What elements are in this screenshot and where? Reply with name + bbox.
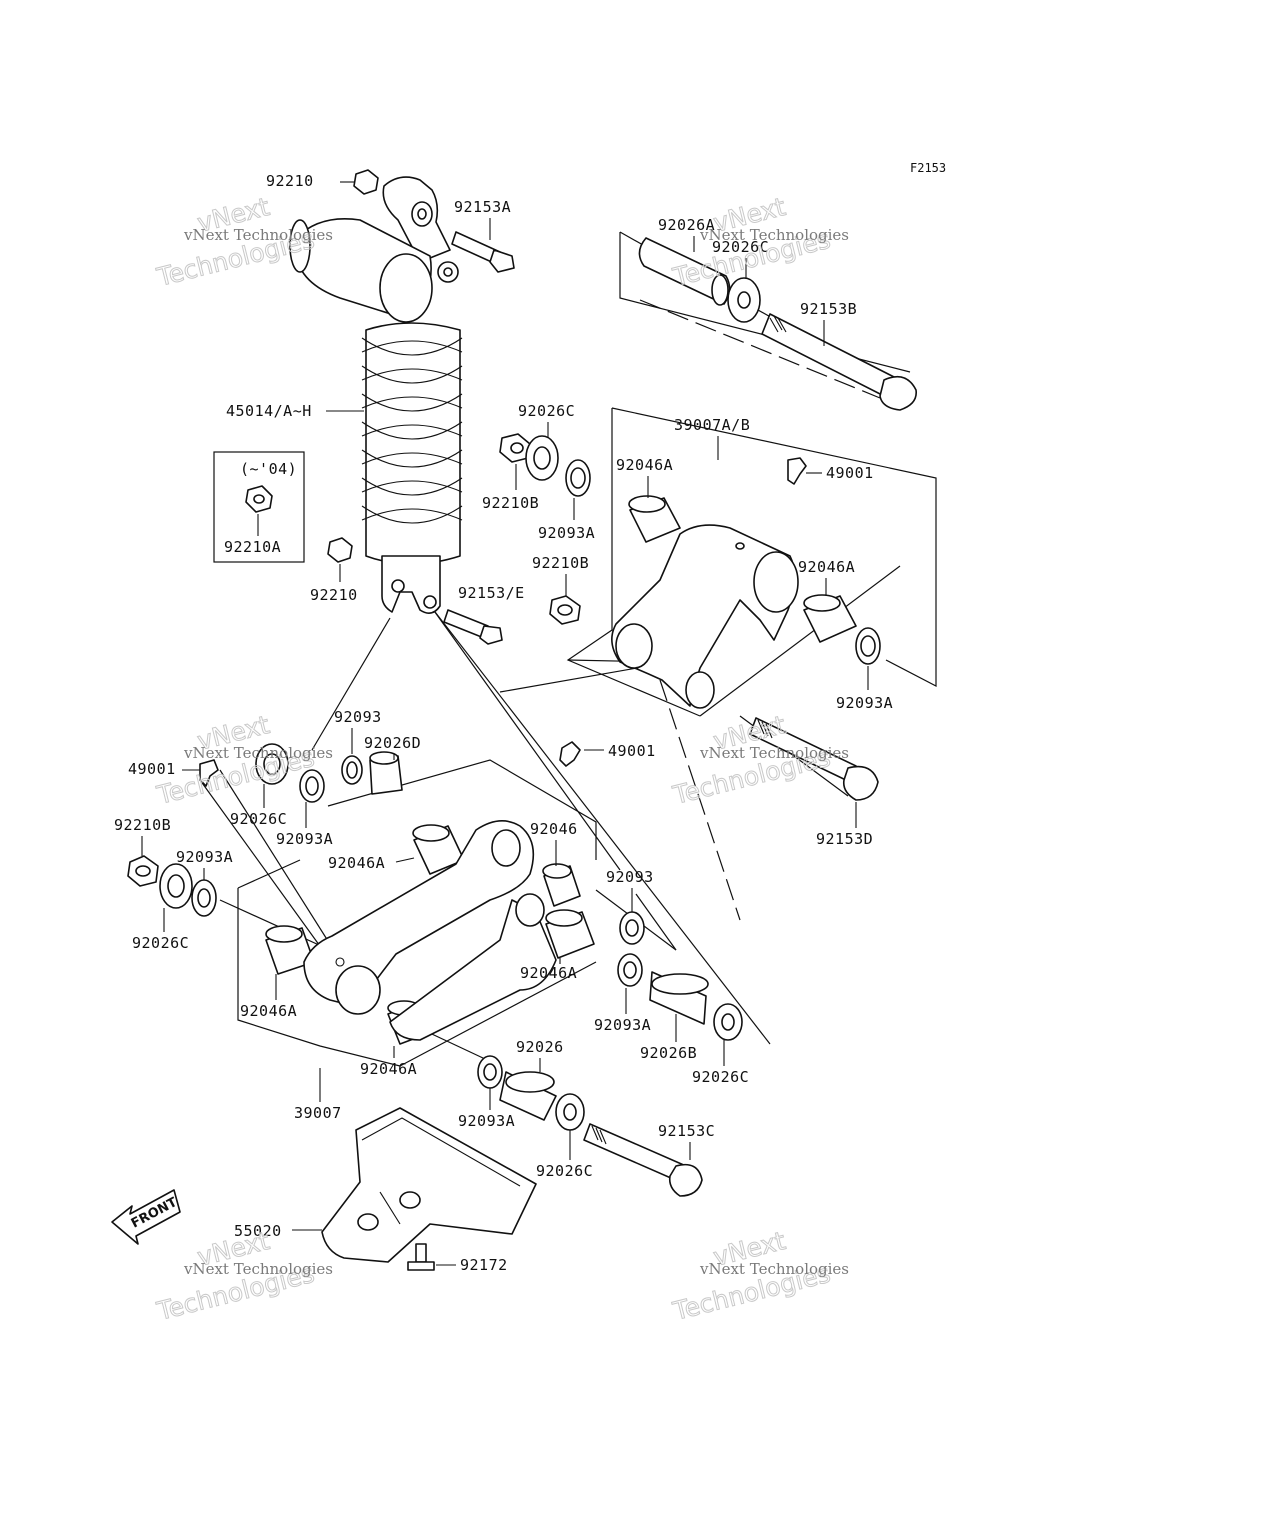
shock-absorber (289, 176, 463, 614)
bolt-92172 (407, 1243, 435, 1271)
callout-label: 39007A/B (674, 416, 750, 434)
callout-labels: 92210 92153A 92026A 92026C 92153B 45014/… (114, 172, 893, 1274)
callout-label: 92046A (616, 456, 673, 474)
callout-label: 92153/E (458, 584, 525, 602)
callout-label: 92046A (360, 1060, 417, 1078)
callout-label: 92153C (658, 1122, 715, 1140)
watermark-text: vNext Technologies (183, 744, 333, 762)
washers (159, 277, 881, 1131)
callout-label: 92026C (230, 810, 287, 828)
callout-label: 39007 (294, 1104, 342, 1122)
variant-box (213, 451, 305, 563)
callout-label: 92153A (454, 198, 511, 216)
callout-label: 92026B (640, 1044, 697, 1062)
callout-label: 92026A (658, 216, 715, 234)
callout-label: 49001 (826, 464, 874, 482)
callout-label: 92046A (798, 558, 855, 576)
callout-label: 92046A (240, 1002, 297, 1020)
grease-fittings (199, 457, 807, 787)
callout-label: 49001 (608, 742, 656, 760)
callout-label: 92093A (836, 694, 893, 712)
rocker-arm (611, 524, 799, 709)
callout-label: 92093A (594, 1016, 651, 1034)
front-arrow: FRONT (111, 1189, 181, 1245)
chain-guard (321, 1107, 537, 1263)
watermark-text: vNext Technologies (183, 226, 333, 244)
figure-id: F2153 (910, 161, 946, 175)
watermark-text: vNext Technologies (699, 1260, 849, 1278)
callout-label: 92046A (328, 854, 385, 872)
coil-spring (361, 322, 463, 565)
callout-label: 55020 (234, 1222, 282, 1240)
callout-label: 92210 (310, 586, 358, 604)
callout-label: 92026C (132, 934, 189, 952)
callout-label: 92210A (224, 538, 281, 556)
nuts (127, 169, 581, 887)
callout-label: 92093 (334, 708, 382, 726)
callout-label: 92046A (520, 964, 577, 982)
callout-label: 45014/A~H (226, 402, 312, 420)
bolt-92153D (749, 717, 879, 801)
callout-label: 92210B (482, 494, 539, 512)
callout-label: 92026C (536, 1162, 593, 1180)
callout-label: 92093A (276, 830, 333, 848)
callout-label: 92210 (266, 172, 314, 190)
tie-rod (303, 820, 557, 1041)
callout-label: 92153B (800, 300, 857, 318)
callout-label: 92153D (816, 830, 873, 848)
callout-label: 92172 (460, 1256, 508, 1274)
watermark: vNext Technologies vNext Technologies vN… (153, 191, 849, 1326)
callout-label: 92210B (532, 554, 589, 572)
callout-label: 92093A (176, 848, 233, 866)
callout-label: 92046 (530, 820, 578, 838)
callout-label: 92026D (364, 734, 421, 752)
callout-label: 92026C (692, 1068, 749, 1086)
bolt-92153B (761, 313, 917, 411)
callout-label: 92093A (538, 524, 595, 542)
watermark-text: vNext Technologies (183, 1260, 333, 1278)
callout-label: 92026C (712, 238, 769, 256)
watermark-text: vNext Technologies (699, 226, 849, 244)
collars (369, 237, 731, 1121)
bolt-92153E (443, 609, 503, 645)
bolt-92153C (583, 1123, 703, 1197)
callout-label: (~'04) (240, 460, 297, 478)
callout-label: 92210B (114, 816, 171, 834)
callout-label: 92093 (606, 868, 654, 886)
callout-label: 92026C (518, 402, 575, 420)
bolt-92153A (451, 231, 515, 273)
watermark-text: vNext Technologies (699, 744, 849, 762)
callout-label: 92093A (458, 1112, 515, 1130)
callout-label: 92026 (516, 1038, 564, 1056)
callout-label: 49001 (128, 760, 176, 778)
